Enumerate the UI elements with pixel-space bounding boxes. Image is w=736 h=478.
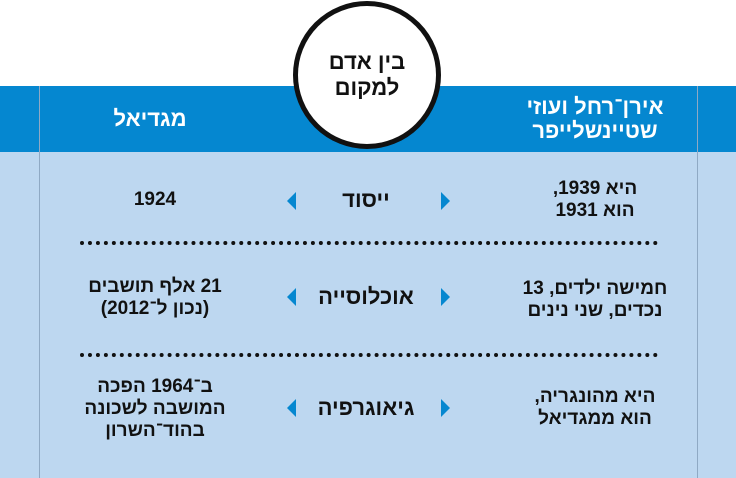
left-cell: 1924 bbox=[133, 189, 177, 210]
table-body bbox=[0, 152, 736, 478]
header-left: מגדיאל bbox=[113, 106, 187, 131]
title-circle: בין אדם למקום bbox=[293, 1, 441, 149]
arrow-left-icon bbox=[287, 192, 296, 210]
left-cell: 21 אלף תושבים (נכון ל־2012) bbox=[88, 276, 222, 319]
right-cell: היא 1939, הוא 1931 bbox=[552, 178, 638, 221]
left-cell: ב־1964 הפכה המושבה לשכונה בהוד־השרון bbox=[84, 376, 226, 441]
arrow-right-icon bbox=[441, 288, 450, 306]
arrow-left-icon bbox=[287, 399, 296, 417]
divider-left bbox=[39, 86, 40, 478]
dotted-separator bbox=[80, 353, 658, 357]
arrow-right-icon bbox=[441, 192, 450, 210]
arrow-left-icon bbox=[287, 288, 296, 306]
header-right: אירן־רחל ועוזי שטיינשלייפר bbox=[526, 94, 664, 143]
title: בין אדם למקום bbox=[328, 49, 406, 100]
right-cell: היא מהונגריה, הוא ממגדיאל bbox=[534, 386, 656, 429]
divider-right bbox=[697, 86, 698, 478]
row-label: גיאוגרפיה bbox=[317, 395, 415, 420]
row-label: אוכלוסייה bbox=[318, 284, 414, 309]
row-label: ייסוד bbox=[342, 187, 390, 212]
right-cell: חמישה ילדים, 13 נכדים, שני נינים bbox=[522, 278, 668, 321]
arrow-right-icon bbox=[441, 399, 450, 417]
dotted-separator bbox=[80, 241, 658, 245]
